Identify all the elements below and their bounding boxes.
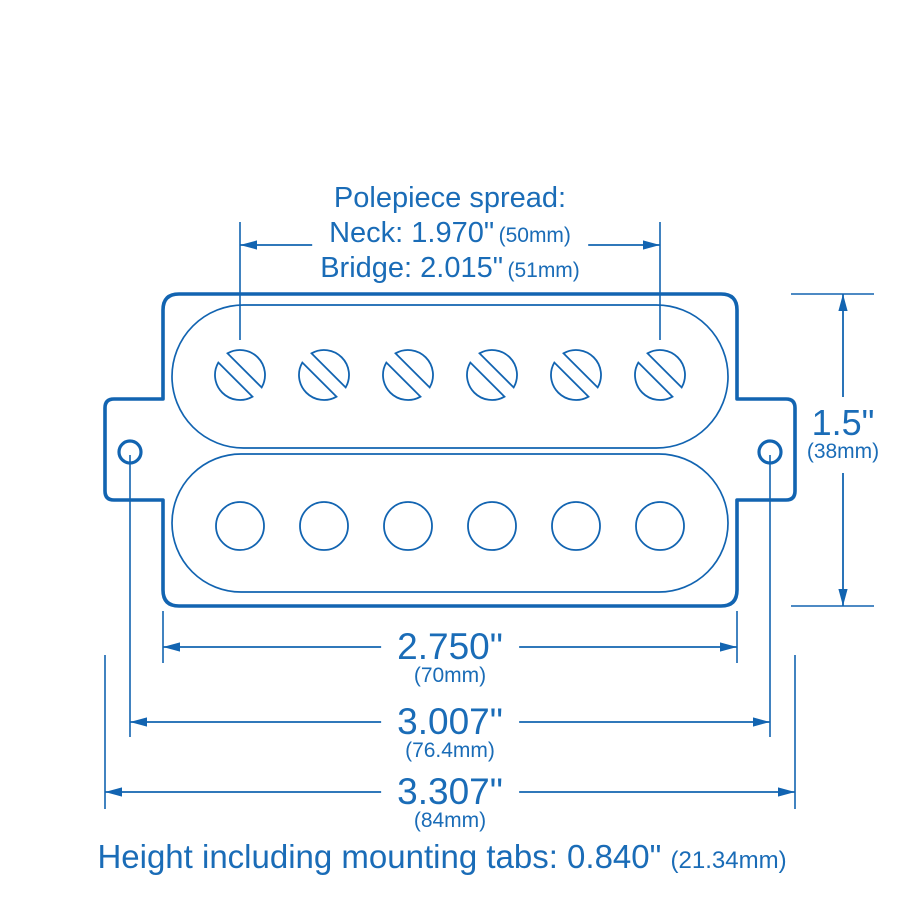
arrowhead-overall-left [105,787,122,797]
neck-spread-metric: (50mm) [498,224,571,247]
bridge-spread-value: Bridge: 2.015" [320,252,504,284]
height-caption: Height including mounting tabs: 0.840" (… [97,838,786,876]
coil-width-value: 2.750" [397,626,503,667]
screw-polepiece-5 [550,349,602,401]
height-metric: (38mm) [806,440,880,463]
mounting-hole-left [117,439,143,465]
arrowhead-height-down [838,589,848,606]
baseplate-outline [103,292,797,608]
overall-width-dimension-label: 3.307" (84mm) [381,771,519,832]
mounting-hole-right [757,439,783,465]
arrowhead-overall-right [778,787,795,797]
coil-top [171,304,729,449]
arrowhead-coil-left [163,642,180,652]
screw-polepiece-1 [214,349,266,401]
bridge-spread-metric: (51mm) [507,259,580,282]
screw-polepiece-6 [634,349,686,401]
screw-polepieces [214,349,686,401]
coil-bottom [171,453,729,593]
arrowhead-spread-left [240,240,257,250]
hole-spacing-value: 3.007" [397,701,503,742]
arrowhead-height-up [838,294,848,311]
slug-polepiece-5 [551,501,601,551]
arrowhead-holes-left [130,717,147,727]
height-dimension-label: 1.5" (38mm) [803,397,883,473]
polepiece-spread-annotation: Polepiece spread: Neck: 1.970" (50mm) Br… [312,183,588,288]
height-value: 1.5" [811,402,875,443]
coil-width-metric: (70mm) [413,664,487,687]
slug-polepiece-4 [467,501,517,551]
slug-polepiece-2 [299,501,349,551]
overall-width-value: 3.307" [397,771,503,812]
arrowhead-coil-right [720,642,737,652]
screw-polepiece-3 [382,349,434,401]
hole-spacing-dimension-label: 3.007" (76.4mm) [381,701,519,762]
overall-width-metric: (84mm) [413,809,487,832]
screw-polepiece-4 [466,349,518,401]
polepiece-spread-title: Polepiece spread: [320,183,580,218]
arrowheads [105,240,848,797]
neck-spread-line: Neck: 1.970" (50mm) [320,218,580,253]
hole-spacing-metric: (76.4mm) [405,739,495,762]
arrowhead-holes-right [753,717,770,727]
bridge-spread-line: Bridge: 2.015" (51mm) [320,253,580,288]
screw-polepiece-2 [298,349,350,401]
neck-spread-value: Neck: 1.970" [329,217,495,249]
polepiece-spread-title-text: Polepiece spread: [333,182,567,214]
height-caption-metric: (21.34mm) [670,847,787,874]
arrowhead-spread-right [643,240,660,250]
slug-polepiece-3 [383,501,433,551]
height-caption-value: Height including mounting tabs: 0.840" [97,838,662,875]
slug-polepiece-6 [635,501,685,551]
slug-polepieces [215,501,685,551]
coil-width-dimension-label: 2.750" (70mm) [381,626,519,687]
slug-polepiece-1 [215,501,265,551]
extension-lines [104,222,874,809]
